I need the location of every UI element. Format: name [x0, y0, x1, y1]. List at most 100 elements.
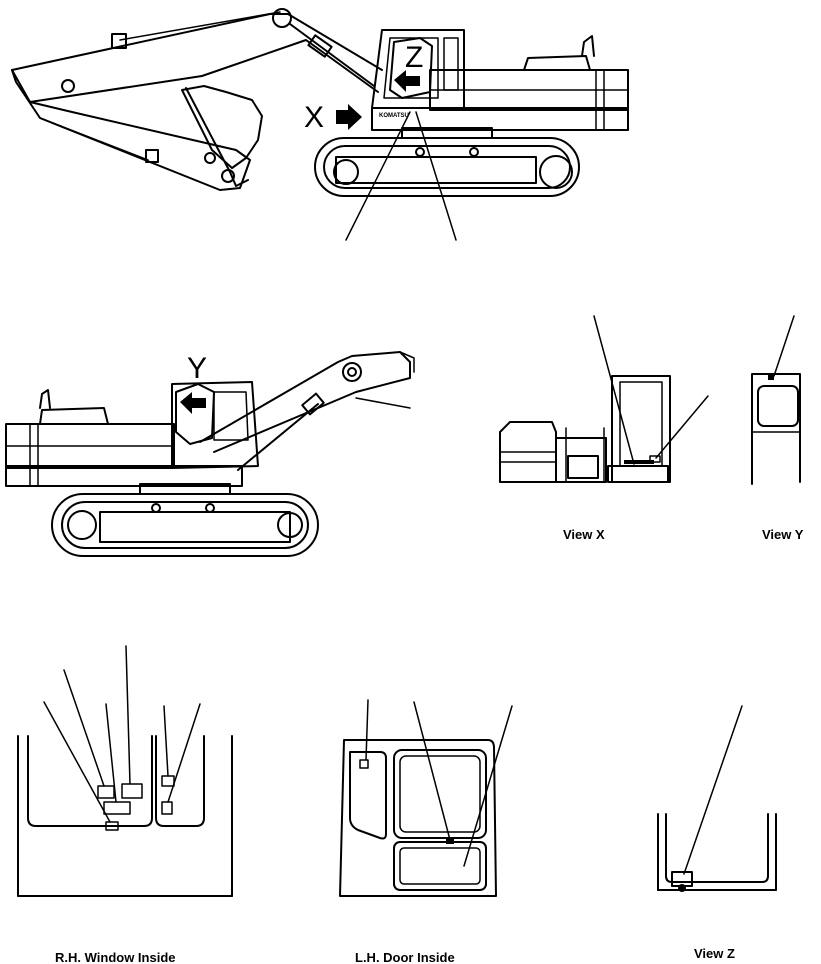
track-frame [335, 156, 537, 184]
boom-cylinder [289, 23, 375, 87]
cab-base [607, 465, 669, 483]
carrier-roller [415, 147, 425, 157]
leader-line [163, 705, 169, 777]
idler-wheel [277, 512, 303, 538]
view-x-marker: X [304, 101, 324, 134]
leader-line [773, 315, 795, 377]
exhaust-stack [581, 35, 595, 57]
leader-line [365, 699, 369, 761]
upper-frame [5, 465, 243, 487]
track-frame [99, 511, 291, 543]
exhaust-stack [39, 389, 51, 409]
decal-marker [103, 801, 131, 815]
cutaway-z [389, 37, 433, 99]
cab-front-window [383, 37, 439, 99]
boom-pin [342, 362, 362, 382]
boom-tip [399, 351, 415, 373]
counterweight-top [39, 407, 109, 425]
view-z-marker: Z [405, 41, 423, 74]
rh-window-drawing: R.H. Window Inside [17, 645, 233, 964]
carrier-roller [205, 503, 215, 513]
link-pin [204, 152, 216, 164]
decal-marker [768, 374, 774, 380]
z-inner-frame [665, 813, 769, 883]
leader-line [125, 645, 131, 785]
track-inner [323, 145, 571, 189]
view-y-marker: Y [187, 352, 207, 385]
excavator-top-view: KOMATSU Z X [11, 8, 629, 241]
cab-body [371, 29, 465, 109]
decal-plate [671, 871, 693, 887]
leader-line [345, 111, 411, 241]
door-upper-window [393, 749, 487, 839]
decal-marker [649, 455, 661, 463]
lh-door-drawing: L.H. Door Inside [339, 699, 513, 964]
boom [11, 13, 383, 103]
leader-line [593, 315, 635, 465]
view-x-drawing: View X [499, 315, 709, 542]
door-small-window [349, 751, 387, 840]
door-lower-window [393, 841, 487, 891]
door-lower-window-inner [399, 847, 481, 885]
cab-side [751, 373, 801, 485]
arm-cylinder-mount [111, 33, 127, 49]
leader-line [463, 705, 513, 867]
view-z-arrow [394, 70, 420, 92]
counterweight-top [523, 55, 591, 71]
decal-marker [121, 783, 143, 799]
cab-side-window [443, 37, 459, 91]
frame-inner [567, 455, 599, 479]
boom-pin-inner [347, 367, 357, 377]
arm [11, 69, 251, 191]
boom-line [355, 397, 411, 409]
view-y-label: View Y [762, 527, 804, 542]
boom-cylinder [237, 403, 319, 471]
sprocket-wheel [67, 510, 97, 540]
upper-frame [371, 107, 629, 131]
view-z-label: View Z [694, 946, 735, 961]
cutaway-y [175, 383, 215, 445]
leader-line [167, 703, 201, 803]
leader-line [413, 701, 451, 841]
bucket [181, 85, 263, 169]
excavator-rear-view: Y [5, 351, 415, 557]
decal-marker [161, 801, 173, 815]
leader-line [683, 705, 743, 875]
door-upper-window-inner [399, 755, 481, 833]
view-x-arrow [336, 104, 362, 130]
arm-mount [145, 149, 159, 163]
track-inner [61, 501, 309, 549]
decal-marker [161, 775, 175, 787]
brand-label: KOMATSU [379, 113, 409, 119]
decal-marker [359, 759, 369, 769]
leader-line [655, 395, 709, 459]
leader-line [43, 701, 111, 823]
sprocket-wheel [539, 155, 573, 189]
lh-door-label: L.H. Door Inside [355, 950, 455, 964]
rh-window-label: R.H. Window Inside [55, 950, 176, 964]
cab-window [213, 391, 249, 441]
window-pane [155, 735, 205, 827]
leader-line [415, 111, 457, 241]
cab-body [171, 381, 259, 469]
window-pane [27, 735, 153, 827]
decal-marker [446, 838, 454, 844]
decal-marker [105, 821, 119, 831]
arm-pin [61, 79, 75, 93]
cylinder-collar [301, 392, 325, 416]
door-frame [339, 739, 497, 897]
carrier-roller [151, 503, 161, 513]
bucket-pin [221, 169, 235, 183]
boom [199, 351, 411, 453]
swing-circle [401, 127, 493, 139]
cab-side-window [757, 385, 799, 427]
view-y-drawing: View Y [751, 315, 804, 542]
decal-marker [624, 460, 654, 464]
carrier-roller [469, 147, 479, 157]
decal-marker [97, 785, 115, 799]
view-x-label: View X [563, 527, 605, 542]
arm-line [39, 117, 149, 161]
leader-line [105, 703, 117, 803]
